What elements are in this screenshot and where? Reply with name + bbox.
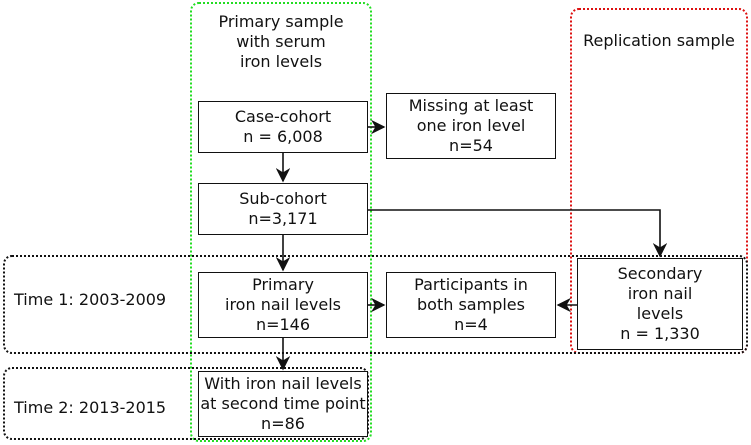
missing-line-2: one iron level [416, 116, 526, 135]
both-samples-line-2: both samples [417, 295, 525, 314]
secondary-nail-line-1: Secondary [617, 264, 703, 283]
both-samples-box: Participants in both samples n=4 [386, 272, 556, 338]
secondary-nail-line-2: iron nail [627, 284, 693, 303]
primary-nail-line-1: Primary [252, 275, 314, 294]
primary-title-line-2: with serum [236, 32, 326, 51]
primary-title-line-1: Primary sample [218, 12, 344, 31]
arrow-subcohort-to-secondary [368, 209, 668, 258]
case-cohort-box: Case-cohort n = 6,008 [198, 101, 368, 153]
missing-iron-box: Missing at least one iron level n=54 [386, 93, 556, 159]
sub-cohort-box: Sub-cohort n=3,171 [198, 183, 368, 235]
second-time-count: n=86 [261, 414, 305, 433]
second-time-line-2: at second time point [200, 394, 366, 413]
time2-region [3, 367, 369, 440]
secondary-nail-count: n = 1,330 [620, 324, 700, 343]
sub-cohort-title: Sub-cohort [239, 189, 327, 208]
sub-cohort-count: n=3,171 [248, 209, 318, 228]
both-samples-count: n=4 [454, 315, 488, 334]
case-cohort-count: n = 6,008 [243, 127, 323, 146]
replication-sample-title: Replication sample [583, 31, 735, 50]
time2-label: Time 2: 2013-2015 [14, 398, 167, 417]
secondary-nail-line-3: levels [636, 304, 684, 323]
primary-title-line-3: iron levels [239, 52, 323, 71]
case-cohort-title: Case-cohort [234, 107, 332, 126]
primary-sample-title: Primary sample with serum iron levels [205, 12, 357, 72]
second-time-line-1: With iron nail levels [204, 374, 362, 393]
time1-label: Time 1: 2003-2009 [14, 290, 167, 309]
missing-count: n=54 [449, 136, 493, 155]
primary-nail-box: Primary iron nail levels n=146 [198, 272, 368, 338]
second-time-point-box: With iron nail levels at second time poi… [198, 371, 368, 437]
time1-region [3, 255, 748, 354]
secondary-nail-box: Secondary iron nail levels n = 1,330 [577, 258, 743, 350]
missing-line-1: Missing at least [408, 96, 534, 115]
primary-nail-count: n=146 [255, 315, 311, 334]
primary-sample-region [190, 2, 372, 442]
both-samples-line-1: Participants in [414, 275, 528, 294]
primary-nail-line-2: iron nail levels [225, 295, 341, 314]
